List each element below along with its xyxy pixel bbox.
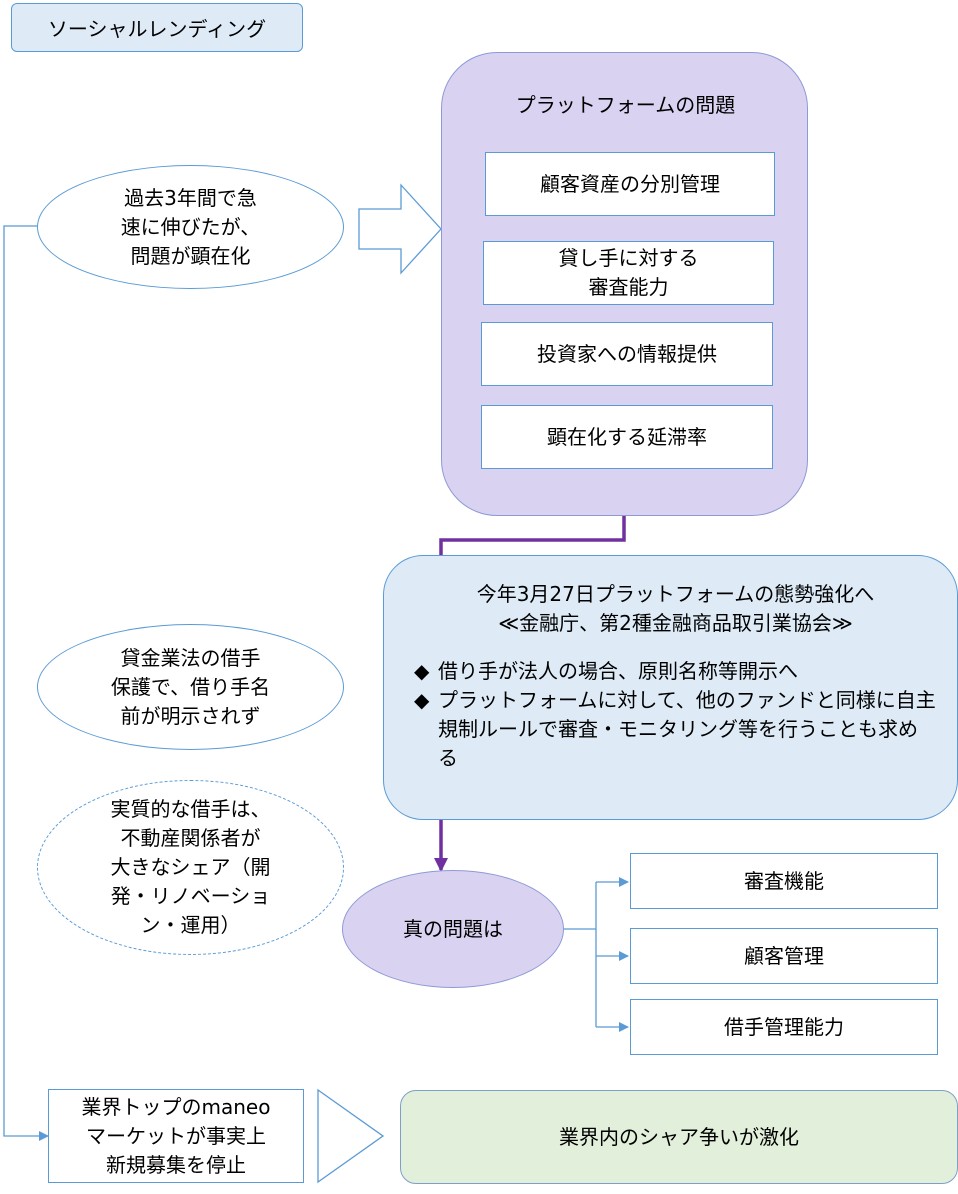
reform-bullet: ◆ プラットフォームに対して、他のファンドと同様に自主規制ルールで審査・モニタリ… (414, 686, 937, 773)
platform-title: プラットフォームの問題 (515, 93, 736, 117)
platform-item: 顕在化する延滞率 (481, 405, 773, 469)
result-box: 業界内のシャア争いが激化 (400, 1090, 958, 1184)
actual-borrowers-ellipse: 実質的な借手は、 不動産関係者が 大きなシェア（開 発・リノベーショ ン・運用） (37, 780, 344, 955)
reform-panel: 今年3月27日プラットフォームの態勢強化へ ≪金融庁、第2種金融商品取引業協会≫… (383, 555, 958, 820)
platform-item-text: 貸し手に対する 審査能力 (558, 246, 699, 299)
maneo-text: 業界トップのmaneo マーケットが事実上 新規募集を停止 (81, 1094, 271, 1177)
platform-to-reform-connector (439, 516, 626, 555)
growth-to-platform-arrow (358, 183, 442, 275)
true-problem-ellipse: 真の問題は (342, 870, 564, 988)
true-problem-item: 審査機能 (630, 853, 938, 909)
left-connector (3, 225, 49, 1141)
maneo-to-result-arrow (317, 1088, 385, 1184)
true-problem-item: 顧客管理 (630, 928, 938, 984)
reform-bullets: ◆ 借り手が法人の場合、原則名称等開示へ ◆ プラットフォームに対して、他のファ… (414, 657, 937, 773)
lending-law-text: 貸金業法の借手 保護で、借り手名 前が明示されず (110, 645, 271, 728)
true-problem-item-text: 審査機能 (744, 868, 824, 893)
platform-item-text: 投資家への情報提供 (537, 341, 717, 366)
platform-item-text: 顕在化する延滞率 (547, 424, 707, 449)
maneo-box: 業界トップのmaneo マーケットが事実上 新規募集を停止 (48, 1089, 304, 1183)
result-text: 業界内のシャア争いが激化 (559, 1124, 799, 1149)
diamond-bullet-icon: ◆ (414, 688, 430, 712)
reform-bullet: ◆ 借り手が法人の場合、原則名称等開示へ (414, 657, 937, 686)
title-text: ソーシャルレンディング (47, 17, 267, 41)
reform-source: ≪金融庁、第2種金融商品取引業協会≫ (498, 611, 853, 635)
actual-borrowers-text: 実質的な借手は、 不動産関係者が 大きなシェア（開 発・リノベーショ ン・運用） (110, 797, 271, 937)
reform-bullet-text: プラットフォームに対して、他のファンドと同様に自主規制ルールで審査・モニタリング… (438, 688, 936, 770)
platform-item: 投資家への情報提供 (481, 322, 773, 386)
true-problem-text: 真の問題は (403, 916, 503, 941)
diamond-bullet-icon: ◆ (414, 659, 430, 683)
platform-item: 貸し手に対する 審査能力 (483, 241, 774, 305)
reform-heading: 今年3月27日プラットフォームの態勢強化へ (476, 582, 875, 606)
true-problem-item-text: 借手管理能力 (724, 1014, 844, 1039)
title-tag: ソーシャルレンディング (11, 3, 303, 52)
reform-bullet-text: 借り手が法人の場合、原則名称等開示へ (438, 659, 798, 683)
platform-item: 顧客資産の分別管理 (485, 152, 775, 216)
true-problem-item: 借手管理能力 (630, 999, 938, 1055)
lending-law-ellipse: 貸金業法の借手 保護で、借り手名 前が明示されず (37, 624, 344, 750)
true-problem-item-text: 顧客管理 (744, 943, 824, 968)
platform-item-text: 顧客資産の分別管理 (540, 171, 720, 196)
growth-ellipse: 過去3年間で急 速に伸びたが、 問題が顕在化 (37, 165, 344, 289)
growth-text: 過去3年間で急 速に伸びたが、 問題が顕在化 (120, 185, 261, 268)
